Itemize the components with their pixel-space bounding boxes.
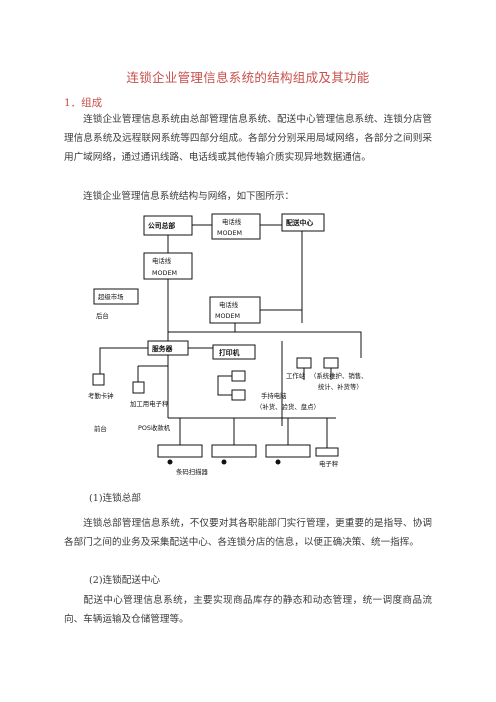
printer-box	[212, 344, 256, 360]
supermarket-label: 超级市场	[98, 292, 124, 301]
backoffice-label: 后台	[96, 311, 109, 320]
paragraph-diagram-intro: 连锁企业管理信息系统结构与网络，如下图所示：	[64, 187, 432, 206]
workstation-note-2: 统计、补货等）	[318, 382, 363, 391]
modem-top-label: MODEM	[217, 229, 242, 237]
network-structure-diagram: 公司总部 电话线 MODEM 配送中心 电话线 MODEM 超级市场 后台 电话…	[86, 208, 392, 482]
paragraph-hq-text: 连锁总部管理信息系统，不仅要对其各职能部门实行管理，更重要的是指导、协调各部门之…	[64, 518, 432, 549]
modem-right-label: MODEM	[215, 312, 240, 320]
supermarket-box	[93, 288, 139, 305]
dc-box	[281, 213, 325, 232]
hq-label: 公司总部	[148, 221, 175, 230]
phone-line-mid-label: 电话线	[152, 256, 172, 265]
handheld-label: 手持电脑	[261, 391, 287, 400]
subheading-dc: (2)连锁配送中心	[89, 575, 161, 586]
modem-top-box	[211, 213, 261, 240]
escale-label: 电子秤	[319, 459, 339, 468]
document-title: 连锁企业管理信息系统的结构组成及其功能	[126, 70, 370, 85]
phone-line-right-label: 电话线	[219, 300, 239, 309]
pos-1-box	[157, 444, 203, 458]
paragraph-composition: 连锁企业管理信息系统由总部管理信息系统、配送中心管理信息系统、连锁分店管理信息系…	[64, 110, 432, 168]
escale-box	[315, 447, 339, 457]
workstation-label: 工作站	[286, 371, 306, 380]
subheading-hq: (1)连锁总部	[89, 493, 141, 504]
paragraph-dc: 配送中心管理信息系统，主要实现商品库存的静态和动态管理，统一调度商品流向、车辆运…	[64, 591, 432, 629]
timeclock-label: 考勤卡钟	[88, 391, 114, 400]
paragraph-hq: 连锁总部管理信息系统，不仅要对其各职能部门实行管理，更重要的是指导、协调各部门之…	[64, 514, 432, 552]
scale-label: 加工用电子秤	[130, 399, 169, 408]
pos-3-box	[265, 444, 311, 458]
workstation-note-1: （系统维护、销售、	[310, 371, 368, 380]
section-heading: 1．组成	[64, 97, 103, 109]
pos-label: POS收款机	[138, 423, 171, 432]
modem-mid-label: MODEM	[152, 269, 177, 277]
pos-2-box	[211, 444, 257, 458]
frontdesk-label: 前台	[94, 424, 107, 433]
paragraph-dc-text: 配送中心管理信息系统，主要实现商品库存的静态和动态管理，统一调度商品流向、车辆运…	[64, 595, 432, 626]
barcode-label: 条码扫描器	[176, 467, 209, 476]
handheld-note: （补货、验货、盘点）	[256, 402, 320, 411]
phone-line-top-label: 电话线	[222, 217, 242, 226]
server-label: 服务器	[152, 344, 173, 353]
dc-label: 配送中心	[286, 218, 313, 227]
paragraph-diagram-intro-text: 连锁企业管理信息系统结构与网络，如下图所示：	[83, 191, 295, 202]
paragraph-composition-text: 连锁企业管理信息系统由总部管理信息系统、配送中心管理信息系统、连锁分店管理信息系…	[64, 114, 432, 164]
printer-label: 打印机	[219, 348, 240, 357]
